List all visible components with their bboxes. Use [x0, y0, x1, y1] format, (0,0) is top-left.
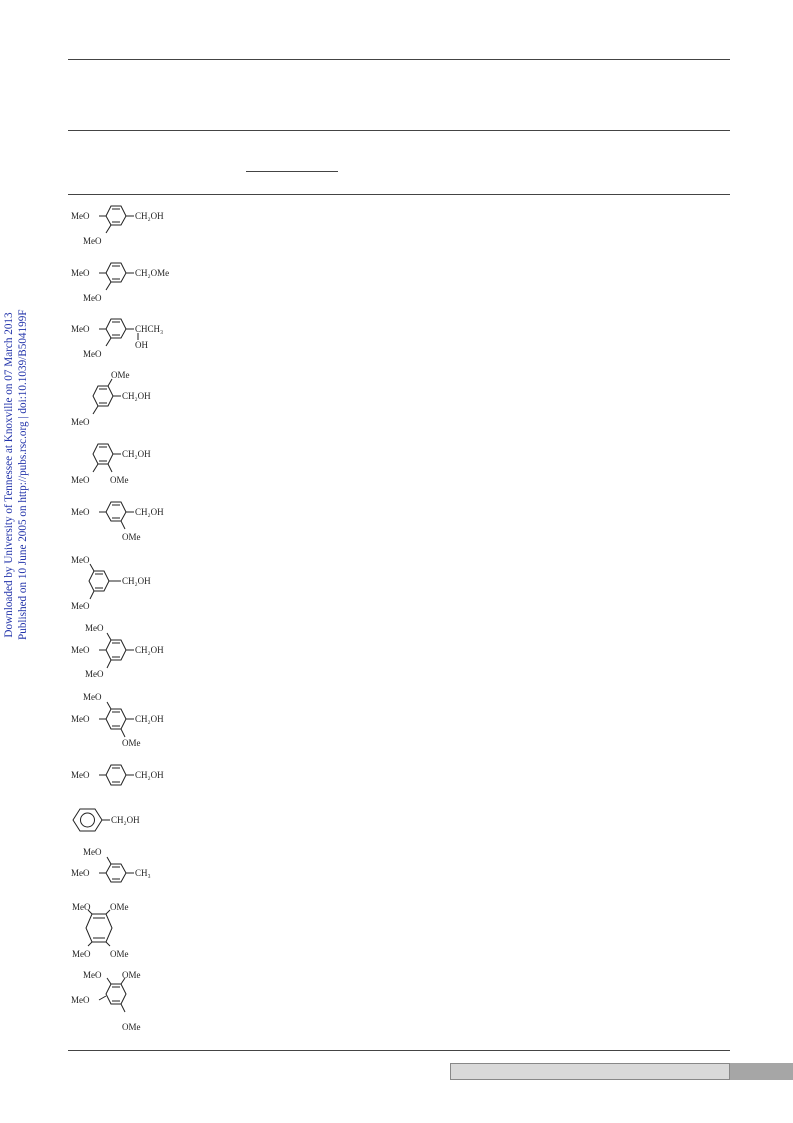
- footer-bar: [450, 1063, 730, 1080]
- s13-label-1: MeO: [72, 902, 91, 912]
- structure-2: MeO MeO CH₂OMe: [68, 259, 178, 305]
- s4-label-1: OMe: [111, 370, 130, 380]
- s2-label-1: MeO: [71, 268, 90, 278]
- s6-label-3: OMe: [122, 532, 141, 542]
- s12-label-1: MeO: [83, 847, 102, 857]
- s8-label-3: CH₂OH: [135, 645, 164, 655]
- s9-label-4: OMe: [122, 738, 141, 748]
- structure-10: MeO CH₂OH: [68, 762, 178, 790]
- table-top-rule: [68, 59, 730, 60]
- s5-label-1: CH₂OH: [122, 449, 151, 459]
- table-header-rule: [68, 130, 730, 131]
- s7-label-3: MeO: [71, 601, 90, 611]
- s10-label-2: CH₂OH: [135, 770, 164, 780]
- s3-label-4: OH: [135, 340, 148, 350]
- structure-11: CH₂OH: [68, 806, 178, 834]
- s14-label-4: OMe: [122, 1022, 141, 1032]
- s3-label-2: MeO: [83, 349, 102, 359]
- structure-9: MeO MeO CH₂OH OMe: [68, 691, 178, 749]
- s14-label-3: MeO: [71, 995, 90, 1005]
- s1-label-3: CH₂OH: [135, 211, 164, 221]
- s2-label-2: MeO: [83, 293, 102, 303]
- s10-label-1: MeO: [71, 770, 90, 780]
- s14-label-1: MeO: [83, 970, 102, 980]
- s11-label-1: CH₂OH: [111, 815, 140, 825]
- s13-label-3: MeO: [72, 949, 91, 959]
- s4-label-3: MeO: [71, 417, 90, 427]
- column-group-rule: [246, 171, 338, 172]
- s3-label-3: CHCH₃: [135, 324, 163, 334]
- structure-14: MeO OMe MeO OMe: [68, 968, 178, 1034]
- structure-13: MeO OMe MeO OMe: [68, 900, 178, 960]
- watermark-download-line: Downloaded by University of Tennessee at…: [3, 312, 15, 638]
- structure-5: CH₂OH MeO OMe: [68, 440, 178, 488]
- s2-label-3: CH₂OMe: [135, 268, 169, 278]
- s9-label-1: MeO: [83, 692, 102, 702]
- structure-6: MeO CH₂OH OMe: [68, 498, 178, 546]
- watermark-published-line: Published on 10 June 2005 on http://pubs…: [17, 309, 29, 640]
- s3-label-1: MeO: [71, 324, 90, 334]
- s4-label-2: CH₂OH: [122, 391, 151, 401]
- s14-label-2: OMe: [122, 970, 141, 980]
- s8-label-1: MeO: [85, 623, 104, 633]
- s7-label-2: CH₂OH: [122, 576, 151, 586]
- structure-8: MeO MeO CH₂OH MeO: [68, 622, 178, 682]
- s8-label-4: MeO: [85, 669, 104, 679]
- s5-label-3: OMe: [110, 475, 129, 485]
- s9-label-2: MeO: [71, 714, 90, 724]
- s5-label-2: MeO: [71, 475, 90, 485]
- s12-label-2: MeO: [71, 868, 90, 878]
- structure-3: MeO MeO CHCH₃ OH: [68, 315, 178, 363]
- s13-label-2: OMe: [110, 902, 129, 912]
- download-watermark: Downloaded by University of Tennessee at…: [2, 309, 42, 640]
- s7-label-1: MeO: [71, 555, 90, 565]
- structure-12: MeO MeO CH₃: [68, 846, 178, 888]
- structure-4: OMe CH₂OH MeO: [68, 368, 178, 428]
- s8-label-2: MeO: [71, 645, 90, 655]
- s9-label-3: CH₂OH: [135, 714, 164, 724]
- s6-label-2: CH₂OH: [135, 507, 164, 517]
- s12-label-3: CH₃: [135, 868, 151, 878]
- table-body-rule: [68, 194, 730, 195]
- s1-label-1: MeO: [71, 211, 90, 221]
- structure-1: MeO MeO CH₂OH: [68, 202, 178, 248]
- table-bottom-rule: [68, 1050, 730, 1051]
- s6-label-1: MeO: [71, 507, 90, 517]
- structure-7: MeO CH₂OH MeO: [68, 553, 178, 613]
- footer-page-tab: [730, 1063, 793, 1080]
- s1-label-2: MeO: [83, 236, 102, 246]
- s13-label-4: OMe: [110, 949, 129, 959]
